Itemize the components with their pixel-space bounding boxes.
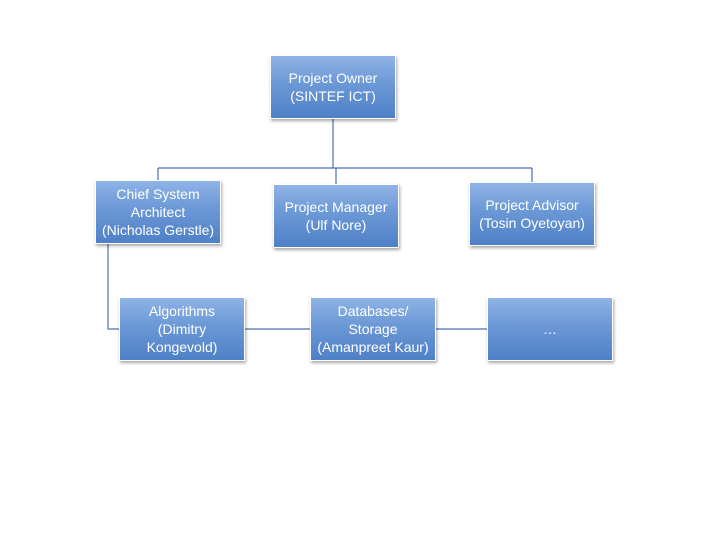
box-label-line: (Amanpreet Kaur)	[317, 339, 429, 355]
box-label-line: Kongevold)	[146, 339, 218, 355]
box-label-line: Architect	[130, 204, 186, 220]
box-label-line: Databases/	[337, 303, 409, 319]
project-owner-box: Project Owner (SINTEF ICT)	[270, 55, 396, 119]
box-label-line: (Tosin Oyetoyan)	[479, 215, 585, 231]
box-label-line: (SINTEF ICT)	[290, 88, 376, 104]
project-advisor-box: Project Advisor (Tosin Oyetoyan)	[469, 182, 595, 246]
box-label-line: Project Manager	[284, 199, 388, 215]
algorithms-box: Algorithms (Dimitry Kongevold)	[119, 297, 245, 361]
box-label-line: Project Owner	[288, 70, 378, 86]
box-label-line: (Ulf Nore)	[305, 217, 367, 233]
connector-architect-to-algorithms	[107, 244, 119, 330]
box-label-line: Algorithms	[148, 303, 216, 319]
box-label-line: …	[543, 321, 557, 337]
box-label-line: Project Advisor	[485, 197, 579, 213]
box-label-line: (Nicholas Gerstle)	[101, 222, 215, 238]
box-label-line: (Dimitry	[157, 321, 207, 337]
databases-storage-box: Databases/ Storage (Amanpreet Kaur)	[310, 297, 436, 361]
box-label-line: Chief System	[116, 186, 200, 202]
box-label-line: Storage	[348, 321, 398, 337]
project-manager-box: Project Manager (Ulf Nore)	[273, 184, 399, 248]
more-box: …	[487, 297, 613, 361]
chief-system-architect-box: Chief System Architect (Nicholas Gerstle…	[95, 180, 221, 244]
